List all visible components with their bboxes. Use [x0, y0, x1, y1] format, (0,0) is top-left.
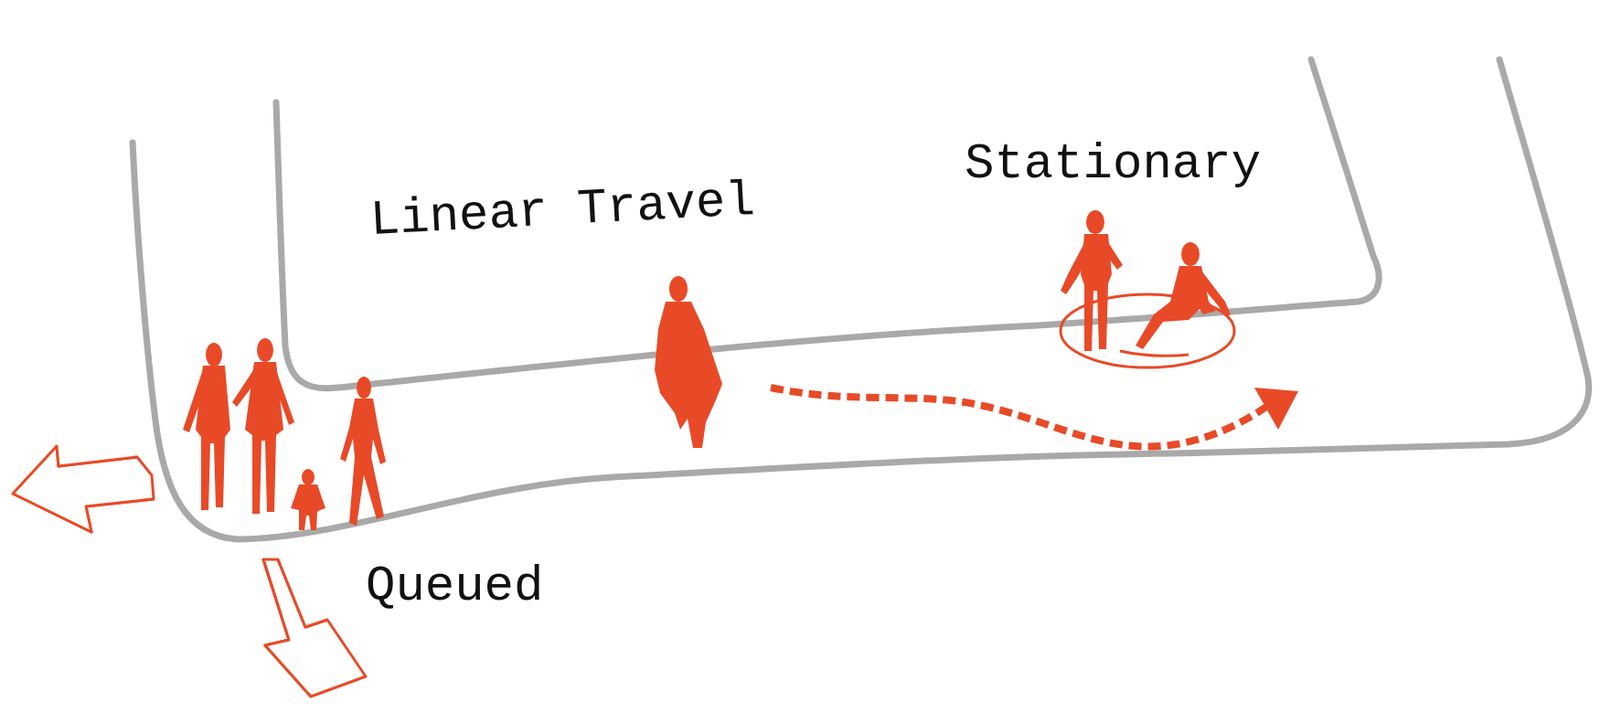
travel-path-arrow	[770, 387, 1267, 448]
outer-curb	[132, 59, 1590, 540]
exit-arrow-down	[263, 559, 366, 697]
walking-person	[654, 276, 723, 448]
exit-arrow-left	[12, 446, 154, 533]
exit-arrow-left-face	[12, 446, 154, 533]
inner-curb	[276, 59, 1379, 389]
region-label: Stationary	[964, 137, 1261, 192]
region-label: Linear Travel	[368, 173, 757, 248]
queued-group	[182, 338, 386, 531]
arrow-head	[1254, 387, 1299, 430]
ring-accent	[1120, 351, 1189, 356]
exit-arrow-down-face	[263, 559, 328, 697]
stationary-pair	[1060, 210, 1231, 352]
region-label: Queued	[365, 559, 544, 614]
stationary-ring	[1060, 294, 1235, 368]
